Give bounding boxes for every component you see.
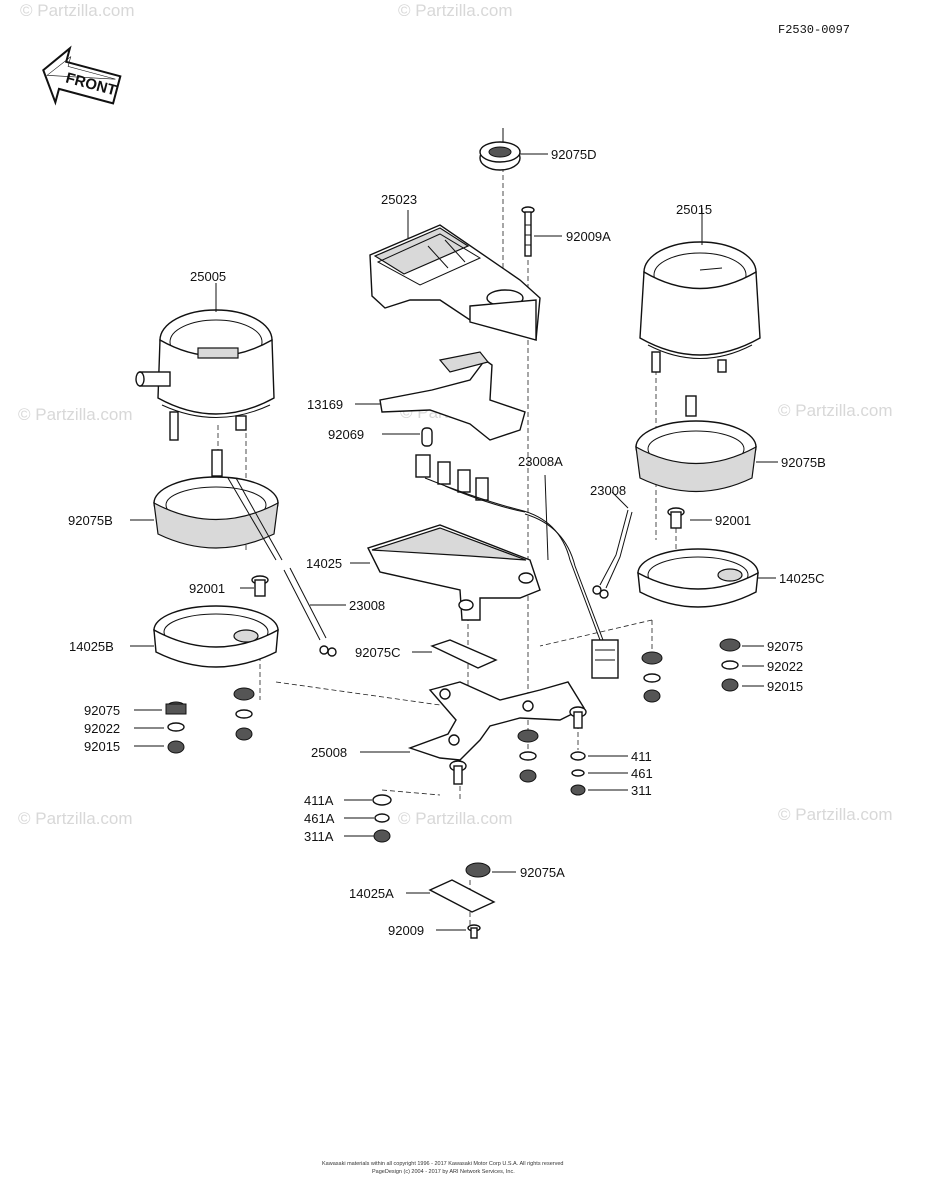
cup-14025B	[130, 605, 279, 668]
label-92075A: 92075A	[520, 865, 565, 880]
harness-23008A	[415, 454, 619, 679]
grommet-92001-left	[240, 575, 269, 597]
label-14025B: 14025B	[69, 639, 114, 654]
label-92009: 92009	[388, 923, 424, 938]
label-92075-left: 92075	[84, 703, 120, 718]
watermark: © Partzilla.com	[778, 805, 893, 824]
screw-92009	[436, 924, 481, 939]
watermark: © Partzilla.com	[18, 809, 133, 828]
label-92022-left: 92022	[84, 721, 120, 736]
label-92001-left: 92001	[189, 581, 225, 596]
stack-left-a	[134, 701, 187, 754]
label-14025A: 14025A	[349, 886, 394, 901]
grommet-92075D	[479, 128, 521, 171]
watermark: © Partzilla.com	[778, 401, 893, 420]
stack-right-b	[719, 638, 764, 692]
stack-center	[517, 729, 539, 783]
label-92001-right: 92001	[715, 513, 751, 528]
gauge-25015	[639, 208, 761, 373]
label-25008: 25008	[311, 745, 347, 760]
label-14025C: 14025C	[779, 571, 825, 586]
label-92069: 92069	[328, 427, 364, 442]
label-311A: 311A	[304, 829, 334, 844]
label-461: 461	[631, 766, 653, 781]
bracket-14025	[350, 524, 541, 621]
label-311: 311	[631, 783, 652, 798]
label-23008A: 23008A	[518, 454, 563, 469]
stack-411A	[344, 794, 392, 843]
leader-lines	[407, 153, 562, 238]
label-23008-left: 23008	[349, 598, 385, 613]
label-92075D: 92075D	[551, 147, 597, 162]
stack-right-a	[641, 651, 663, 703]
label-92009A: 92009A	[566, 229, 611, 244]
label-411A: 411A	[304, 793, 334, 808]
label-92075B-right: 92075B	[781, 455, 826, 470]
label-92075C: 92075C	[355, 645, 401, 660]
watermark: © Partzilla.com	[398, 1, 513, 20]
label-25015: 25015	[676, 202, 712, 217]
cup-14025C	[637, 548, 776, 608]
stack-411	[570, 751, 628, 796]
bracket-25008	[360, 681, 587, 785]
center-panel-25023	[369, 224, 541, 341]
watermark: © Partzilla.com	[20, 1, 135, 20]
footer-copyright: Kawasaki materials within all copyright …	[322, 1161, 564, 1167]
gauge-25005	[135, 283, 275, 441]
label-92075-right: 92075	[767, 639, 803, 654]
label-13169: 13169	[307, 397, 343, 412]
diagram-ref-code: F2530-0097	[778, 23, 850, 37]
label-92015-right: 92015	[767, 679, 803, 694]
label-23008-right: 23008	[590, 483, 626, 498]
grommet-92001-right	[667, 507, 712, 529]
bulb-92069	[382, 427, 433, 447]
screw-92009A	[521, 206, 535, 257]
label-92015-left: 92015	[84, 739, 120, 754]
ring-92075B-right	[635, 395, 778, 492]
stack-left-b	[233, 687, 255, 741]
label-25005: 25005	[190, 269, 226, 284]
plate-14025A	[406, 879, 496, 913]
watermark: © Partzilla.com	[398, 809, 513, 828]
part-labels: 92075D 92009A 25023 25015 25005 13169 92…	[68, 147, 826, 938]
label-92022-right: 92022	[767, 659, 803, 674]
footer-pagedesign: PageDesign (c) 2004 - 2017 by ARI Networ…	[372, 1169, 515, 1175]
grommet-92075A	[465, 862, 516, 878]
label-14025: 14025	[306, 556, 342, 571]
label-92075B-left: 92075B	[68, 513, 113, 528]
plate-92075C	[412, 639, 498, 669]
ring-92075B-left	[130, 449, 283, 561]
bracket-13169	[355, 351, 526, 441]
wire-23008-left	[283, 567, 346, 657]
wire-23008-right	[592, 491, 633, 599]
front-arrow-icon: FRONT	[42, 45, 122, 106]
label-25023: 25023	[381, 192, 417, 207]
label-461A: 461A	[304, 811, 335, 826]
label-411: 411	[631, 749, 652, 764]
watermark: © Partzilla.com	[18, 405, 133, 424]
